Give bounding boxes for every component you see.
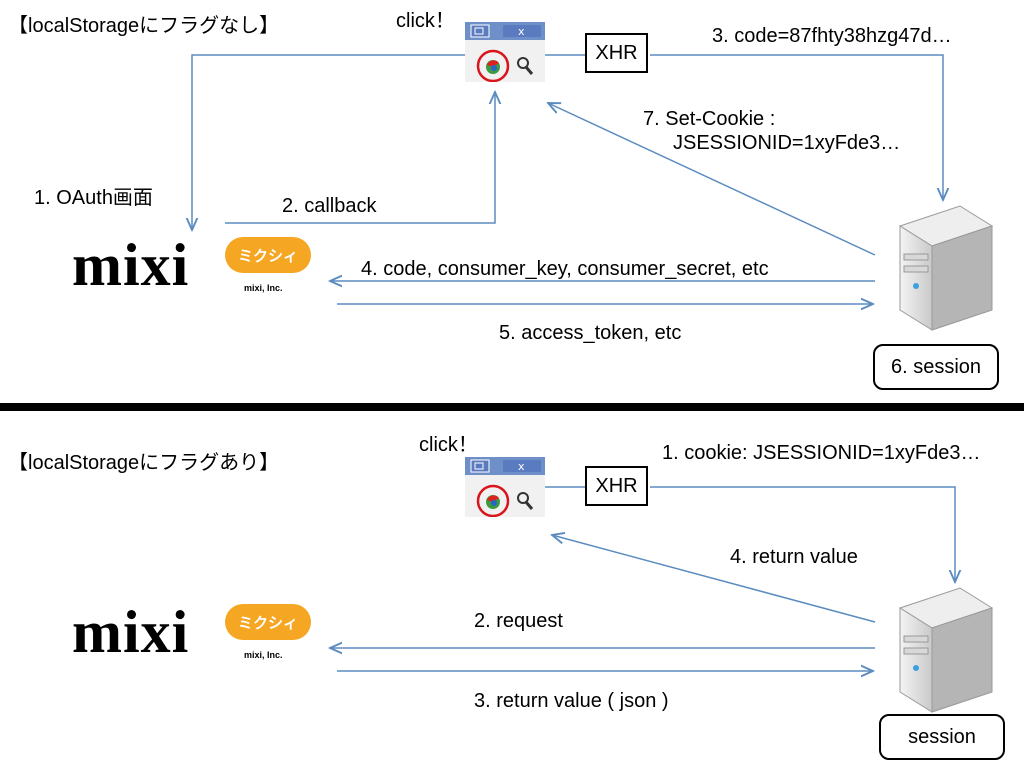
top-section-title: 【localStorageにフラグなし】 (8, 15, 280, 37)
arrow-return-browser (552, 535, 876, 623)
top-step7-line1: 7. Set-Cookie : (643, 108, 776, 130)
top-click-label: click！ (396, 10, 455, 32)
top-step1-label: 1. OAuth画面 (34, 187, 153, 209)
top-step7-line2: JSESSIONID=1xyFde3… (673, 132, 901, 154)
bottom-step4-label: 4. return value (730, 546, 858, 568)
bottom-xhr-label: XHR (595, 474, 638, 497)
arrow-callback (225, 92, 495, 224)
mixi-wordmark: mixi (72, 599, 190, 665)
top-session-box: 6. session (873, 344, 999, 390)
mixi-logo: mixi ミクシィ mixi, Inc. (72, 235, 322, 305)
arrow-oauth (192, 54, 470, 230)
browser-toolbar-icon[interactable]: x (465, 22, 545, 82)
bottom-step1-label: 1. cookie: JSESSIONID=1xyFde3… (662, 442, 981, 464)
server-icon (898, 205, 994, 331)
bottom-session-label: session (908, 725, 976, 748)
section-divider (0, 403, 1024, 411)
arrow-cookie (650, 486, 955, 582)
arrow-set-cookie (548, 103, 876, 256)
top-session-label: 6. session (890, 355, 982, 378)
bottom-section-title: 【localStorageにフラグあり】 (8, 452, 280, 474)
mixi-badge: ミクシィ (225, 237, 311, 273)
top-xhr-label: XHR (595, 41, 638, 64)
mixi-wordmark: mixi (72, 232, 190, 298)
server-icon (898, 587, 994, 713)
mixi-badge: ミクシィ (225, 604, 311, 640)
svg-text:x: x (518, 460, 525, 473)
mixi-logo: mixi ミクシィ mixi, Inc. (72, 602, 322, 672)
bottom-step2-label: 2. request (474, 610, 563, 632)
arrow-code (650, 54, 943, 200)
browser-toolbar-icon[interactable]: x (465, 457, 545, 517)
mixi-company: mixi, Inc. (244, 283, 283, 293)
top-step3-label: 3. code=87fhty38hzg47d… (712, 25, 952, 47)
mixi-company: mixi, Inc. (244, 650, 283, 660)
bottom-xhr-box: XHR (585, 466, 648, 506)
top-step4-label: 4. code, consumer_key, consumer_secret, … (361, 258, 769, 280)
top-step2-label: 2. callback (282, 195, 377, 217)
top-step5-label: 5. access_token, etc (499, 322, 682, 344)
bottom-step3-label: 3. return value ( json ) (474, 690, 669, 712)
bottom-session-box: session (879, 714, 1005, 760)
bottom-click-label: click！ (419, 434, 478, 456)
svg-text:x: x (518, 25, 525, 38)
top-xhr-box: XHR (585, 33, 648, 73)
